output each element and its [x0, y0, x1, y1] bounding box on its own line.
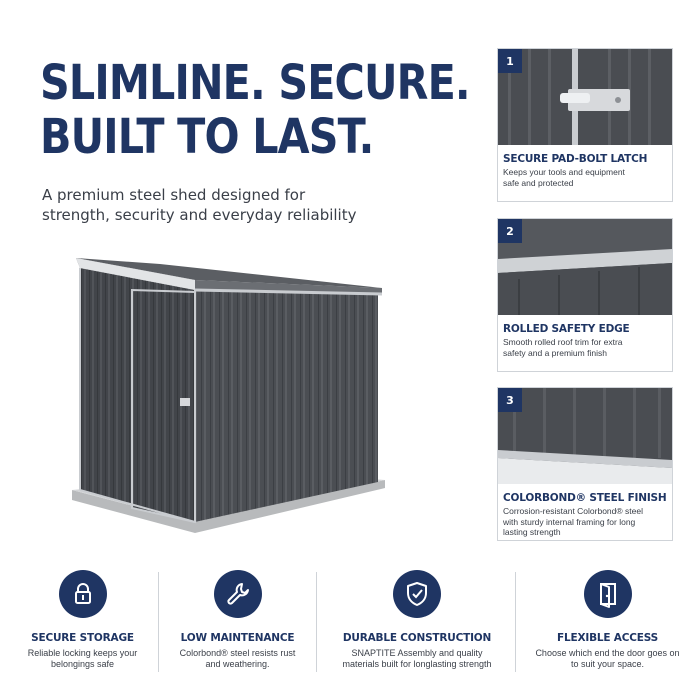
feature-title: DURABLE CONSTRUCTION [342, 632, 492, 644]
padlock-icon [58, 570, 107, 618]
feature-title: LOW MAINTENANCE [180, 632, 295, 644]
feature-description-line: Colorbond® steel resists rust [179, 648, 296, 658]
door-icon [583, 570, 632, 618]
feature-description-line: Reliable locking keeps your [27, 648, 138, 658]
card-description: Smooth rolled roof trim for extra safety… [503, 337, 671, 358]
feature-card-pad-bolt-latch: 1 SECURE PAD-BOLT LATCH Keeps your tools… [497, 48, 673, 202]
feature-low-maintenance: LOW MAINTENANCE Colorbond® steel resists… [165, 570, 310, 670]
divider [158, 572, 159, 672]
shed-front-wall [195, 290, 378, 522]
card-title: ROLLED SAFETY EDGE [503, 323, 630, 335]
subheading-line-1: A premium steel shed designed for [42, 186, 306, 204]
shed-illustration [72, 258, 385, 533]
feature-title: FLEXIBLE ACCESS [557, 632, 658, 644]
card-number-badge: 3 [498, 388, 522, 412]
wrench-icon [213, 570, 262, 618]
feature-description-line: SNAPTITE Assembly and quality [351, 648, 483, 658]
feature-description-line: and weathering. [205, 659, 270, 669]
card-number-badge: 2 [498, 219, 522, 243]
card-description: Keeps your tools and equipment safe and … [503, 167, 671, 188]
divider [515, 572, 516, 672]
feature-description: Colorbond® steel resists rust and weathe… [165, 648, 310, 670]
card-description-line: Corrosion-resistant Colorbond® steel [503, 506, 643, 516]
latch-photo [498, 49, 672, 145]
shield-check-icon [393, 570, 441, 618]
headline: SLIMLINE. SECURE. BUILT TO LAST. [40, 55, 471, 165]
card-description-line: lasting strength [503, 527, 561, 537]
feature-title: SECURE STORAGE [31, 632, 134, 644]
roof-edge-photo [498, 219, 672, 315]
card-title: SECURE PAD-BOLT LATCH [503, 153, 648, 165]
feature-icons-row: SECURE STORAGE Reliable locking keeps yo… [0, 570, 700, 680]
feature-description-line: to suit your space. [570, 659, 645, 669]
headline-line-1: SLIMLINE. SECURE. [40, 55, 471, 111]
concrete-base [72, 480, 385, 533]
headline-line-2: BUILT TO LAST. [40, 109, 374, 165]
feature-secure-storage: SECURE STORAGE Reliable locking keeps yo… [10, 570, 155, 670]
feature-description-line: materials built for longlasting strength [342, 659, 492, 669]
feature-flexible-access: FLEXIBLE ACCESS Choose which end the doo… [520, 570, 695, 670]
feature-description: Reliable locking keeps your belongings s… [10, 648, 155, 670]
card-description: Corrosion-resistant Colorbond® steel wit… [503, 506, 671, 538]
feature-durable-construction: DURABLE CONSTRUCTION SNAPTITE Assembly a… [322, 570, 512, 670]
subheading-line-2: strength, security and everyday reliabil… [42, 206, 357, 224]
feature-description-line: belongings safe [50, 659, 115, 669]
subheading: A premium steel shed designed for streng… [42, 185, 402, 225]
card-description-line: with sturdy internal framing for long [503, 516, 636, 527]
feature-description-line: Choose which end the door goes on [535, 648, 680, 658]
divider [316, 572, 317, 672]
card-description-line: Keeps your tools and equipment [503, 167, 625, 177]
card-description-line: safe and protected [503, 177, 574, 188]
steel-finish-photo [498, 388, 672, 484]
feature-card-rolled-safety-edge: 2 ROLLED SAFETY EDGE Smooth rolled roof … [497, 218, 673, 372]
card-number-badge: 1 [498, 49, 522, 73]
shed-roof [76, 258, 382, 294]
card-title: COLORBOND® STEEL FINISH [503, 492, 667, 504]
feature-description: SNAPTITE Assembly and quality materials … [322, 648, 512, 670]
card-description-line: safety and a premium finish [503, 347, 607, 358]
card-description-line: Smooth rolled roof trim for extra [503, 337, 623, 347]
feature-description: Choose which end the door goes on to sui… [520, 648, 695, 670]
feature-card-colorbond-finish: 3 COLORBOND® STEEL FINISH Corrosion-resi… [497, 387, 673, 541]
